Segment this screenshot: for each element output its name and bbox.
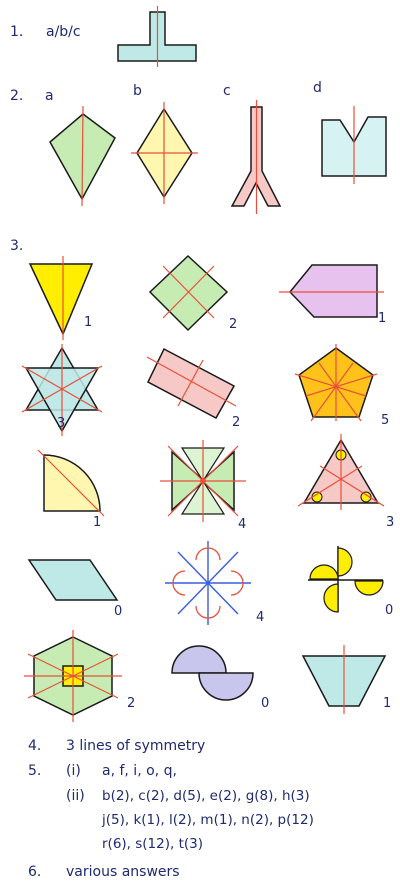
hexagon-square-figure bbox=[24, 630, 122, 722]
parallelogram-figure bbox=[27, 559, 119, 601]
s-semicircles-figure bbox=[171, 645, 254, 701]
triangle-circles-figure bbox=[297, 434, 385, 510]
section-6-text: various answers bbox=[66, 864, 180, 880]
star-lines-figure bbox=[165, 541, 251, 625]
trapezium-figure bbox=[301, 645, 387, 714]
label-2a: a bbox=[45, 88, 54, 104]
section-5-part-ii-label: (ii) bbox=[66, 788, 85, 804]
quarter-circle-figure bbox=[37, 449, 105, 517]
section-1-number: 1. bbox=[10, 24, 24, 40]
section-6-number: 6. bbox=[28, 864, 42, 880]
count-rectangle: 2 bbox=[232, 415, 241, 430]
count-pentagon: 5 bbox=[381, 413, 390, 428]
t-shape-figure bbox=[117, 6, 197, 67]
triangle-figure bbox=[28, 256, 94, 340]
y-shape-figure bbox=[230, 100, 282, 214]
rotated-rectangle-figure bbox=[146, 347, 237, 420]
section-5-part-ii-line-1: b(2), c(2), d(5), e(2), g(8), h(3) bbox=[102, 788, 310, 804]
rhombus-figure bbox=[131, 102, 198, 204]
rotated-square-figure bbox=[148, 254, 229, 332]
pinwheel-figure bbox=[308, 546, 384, 613]
count-triangle: 1 bbox=[84, 315, 93, 330]
count-parallelogram: 0 bbox=[114, 604, 123, 619]
bow-tie-figure bbox=[160, 440, 246, 522]
section-4-text: 3 lines of symmetry bbox=[66, 738, 206, 754]
section-4-number: 4. bbox=[28, 738, 42, 754]
count-trapezium: 1 bbox=[383, 696, 392, 711]
section-1-text: a/b/c bbox=[46, 24, 81, 40]
star-of-david-figure bbox=[21, 344, 103, 436]
section-5-part-i-text: a, f, i, o, q, bbox=[102, 763, 177, 779]
label-2b: b bbox=[133, 83, 142, 99]
section-2-number: 2. bbox=[10, 88, 24, 104]
count-hexagon: 2 bbox=[127, 696, 136, 711]
kite-figure bbox=[49, 105, 116, 207]
count-star-of-david: 3 bbox=[57, 416, 66, 431]
section-5-part-ii-line-3: r(6), s(12), t(3) bbox=[102, 836, 203, 852]
label-2c: c bbox=[223, 83, 231, 99]
count-pinwheel: 0 bbox=[385, 603, 394, 618]
count-arrow-pentagon: 1 bbox=[378, 311, 387, 326]
count-bow-tie: 4 bbox=[238, 517, 247, 532]
count-triangle-circles: 3 bbox=[386, 515, 395, 530]
count-quarter-circle: 1 bbox=[93, 515, 102, 530]
arrow-pentagon-figure bbox=[279, 264, 384, 318]
section-3-number: 3. bbox=[10, 238, 24, 254]
section-5-number: 5. bbox=[28, 763, 42, 779]
section-5-part-ii-line-2: j(5), k(1), l(2), m(1), n(2), p(12) bbox=[102, 812, 314, 828]
section-5-part-i-label: (i) bbox=[66, 763, 81, 779]
count-s-semicircles: 0 bbox=[261, 696, 270, 711]
pentagon-figure bbox=[294, 344, 378, 422]
label-2d: d bbox=[313, 80, 322, 96]
count-rotated-square: 2 bbox=[229, 317, 238, 332]
notched-figure bbox=[321, 106, 387, 184]
count-star-lines: 4 bbox=[256, 610, 265, 625]
